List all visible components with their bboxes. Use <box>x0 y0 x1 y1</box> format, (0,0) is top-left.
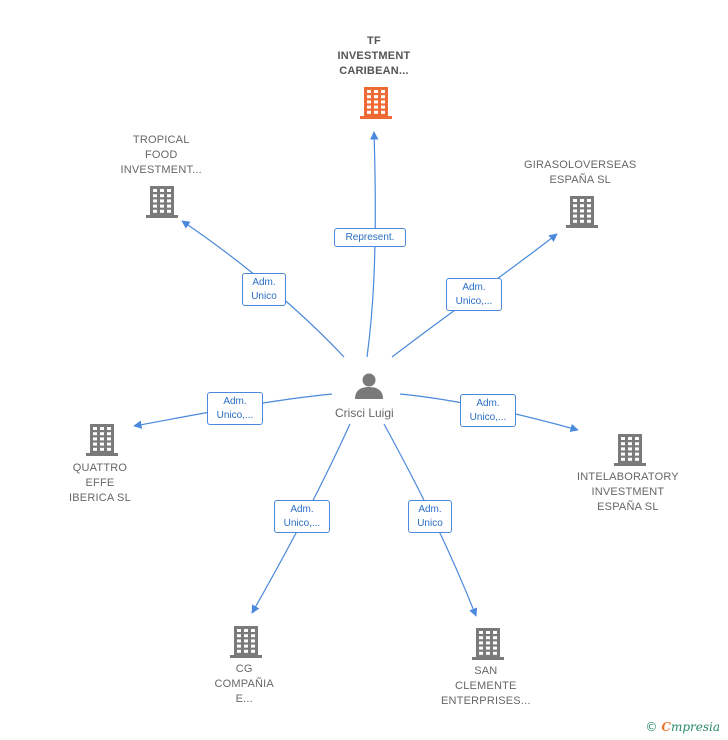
company-label-tropical[interactable]: TROPICAL FOOD INVESTMENT... <box>121 133 202 178</box>
edge-label-line: Adm. <box>476 398 500 409</box>
brand-logo-initial: C <box>661 720 671 734</box>
edge-label-tf[interactable]: Represent. <box>334 228 406 247</box>
edge-label-intelab[interactable]: Adm. Unico,... <box>460 394 516 427</box>
company-label-line: CG <box>235 663 253 675</box>
company-label-line: GIRASOLOVERSEAS <box>524 159 637 171</box>
edge-label-sanclemente[interactable]: Adm. Unico <box>408 500 452 533</box>
person-icon[interactable] <box>355 373 383 400</box>
edge-label-line: Unico,... <box>283 518 321 529</box>
building-icon[interactable] <box>230 626 262 658</box>
company-label-line: INVESTMENT... <box>120 164 202 176</box>
edge-label-line: Unico <box>417 518 443 529</box>
company-label-line: ESPAÑA SL <box>549 174 611 186</box>
company-label-line: E... <box>235 693 253 705</box>
edge-label-line: Unico <box>251 291 277 302</box>
edge-label-line: Adm. <box>462 282 486 293</box>
company-label-intelab[interactable]: INTELABORATORY INVESTMENT ESPAÑA SL <box>577 470 679 515</box>
company-label-line: INVESTMENT <box>591 486 665 498</box>
company-label-line: TROPICAL <box>132 134 190 146</box>
company-label-line: ESPAÑA SL <box>597 501 659 513</box>
building-icon[interactable] <box>86 424 118 456</box>
company-label-girasol[interactable]: GIRASOLOVERSEAS ESPAÑA SL <box>524 158 636 188</box>
edge-label-line: Adm. <box>418 504 442 515</box>
edge-line-tf <box>366 131 379 358</box>
company-label-line: FOOD <box>144 149 178 161</box>
edge-label-tropical[interactable]: Adm. Unico <box>242 273 286 306</box>
edge-label-quattro[interactable]: Adm. Unico,... <box>207 392 263 425</box>
edge-label-line: Unico,... <box>469 412 507 423</box>
edge-label-cg[interactable]: Adm. Unico,... <box>274 500 330 533</box>
company-label-line: IBERICA SL <box>69 492 131 504</box>
edge-label-line: Adm. <box>290 504 314 515</box>
building-icon[interactable] <box>360 87 392 119</box>
footer-credit: ©Cmpresia <box>645 720 720 734</box>
company-label-line: CARIBEAN... <box>339 65 409 77</box>
company-label-line: ENTERPRISES... <box>441 695 531 707</box>
company-label-line: INTELABORATORY <box>577 471 679 483</box>
edge-label-line: Adm. <box>252 277 276 288</box>
building-icon[interactable] <box>566 196 598 228</box>
edge-label-line: Adm. <box>223 396 247 407</box>
building-icon[interactable] <box>614 434 646 466</box>
company-label-sanclemente[interactable]: SAN CLEMENTE ENTERPRISES... <box>441 664 531 709</box>
copyright-symbol: © <box>645 720 658 734</box>
edge-label-line: Unico,... <box>216 410 254 421</box>
company-label-line: EFFE <box>85 477 115 489</box>
brand-logo-text: mpresia <box>670 720 720 734</box>
company-label-line: SAN <box>474 665 498 677</box>
company-label-line: TF <box>367 35 381 47</box>
edge-label-line: Represent. <box>345 232 395 243</box>
center-person-name[interactable]: Crisci Luigi <box>335 406 394 420</box>
company-label-line: COMPAÑIA <box>214 678 274 690</box>
company-label-tf[interactable]: TF INVESTMENT CARIBEAN... <box>338 34 411 79</box>
company-label-line: CLEMENTE <box>455 680 517 692</box>
building-icon[interactable] <box>472 628 504 660</box>
company-label-line: INVESTMENT <box>337 50 411 62</box>
building-icon[interactable] <box>146 186 178 218</box>
company-label-quattro[interactable]: QUATTRO EFFE IBERICA SL <box>69 461 131 506</box>
company-label-line: QUATTRO <box>72 462 128 474</box>
edge-label-line: Unico,... <box>455 296 493 307</box>
edge-label-girasol[interactable]: Adm. Unico,... <box>446 278 502 311</box>
company-label-cg[interactable]: CG COMPAÑIA E... <box>215 662 274 707</box>
